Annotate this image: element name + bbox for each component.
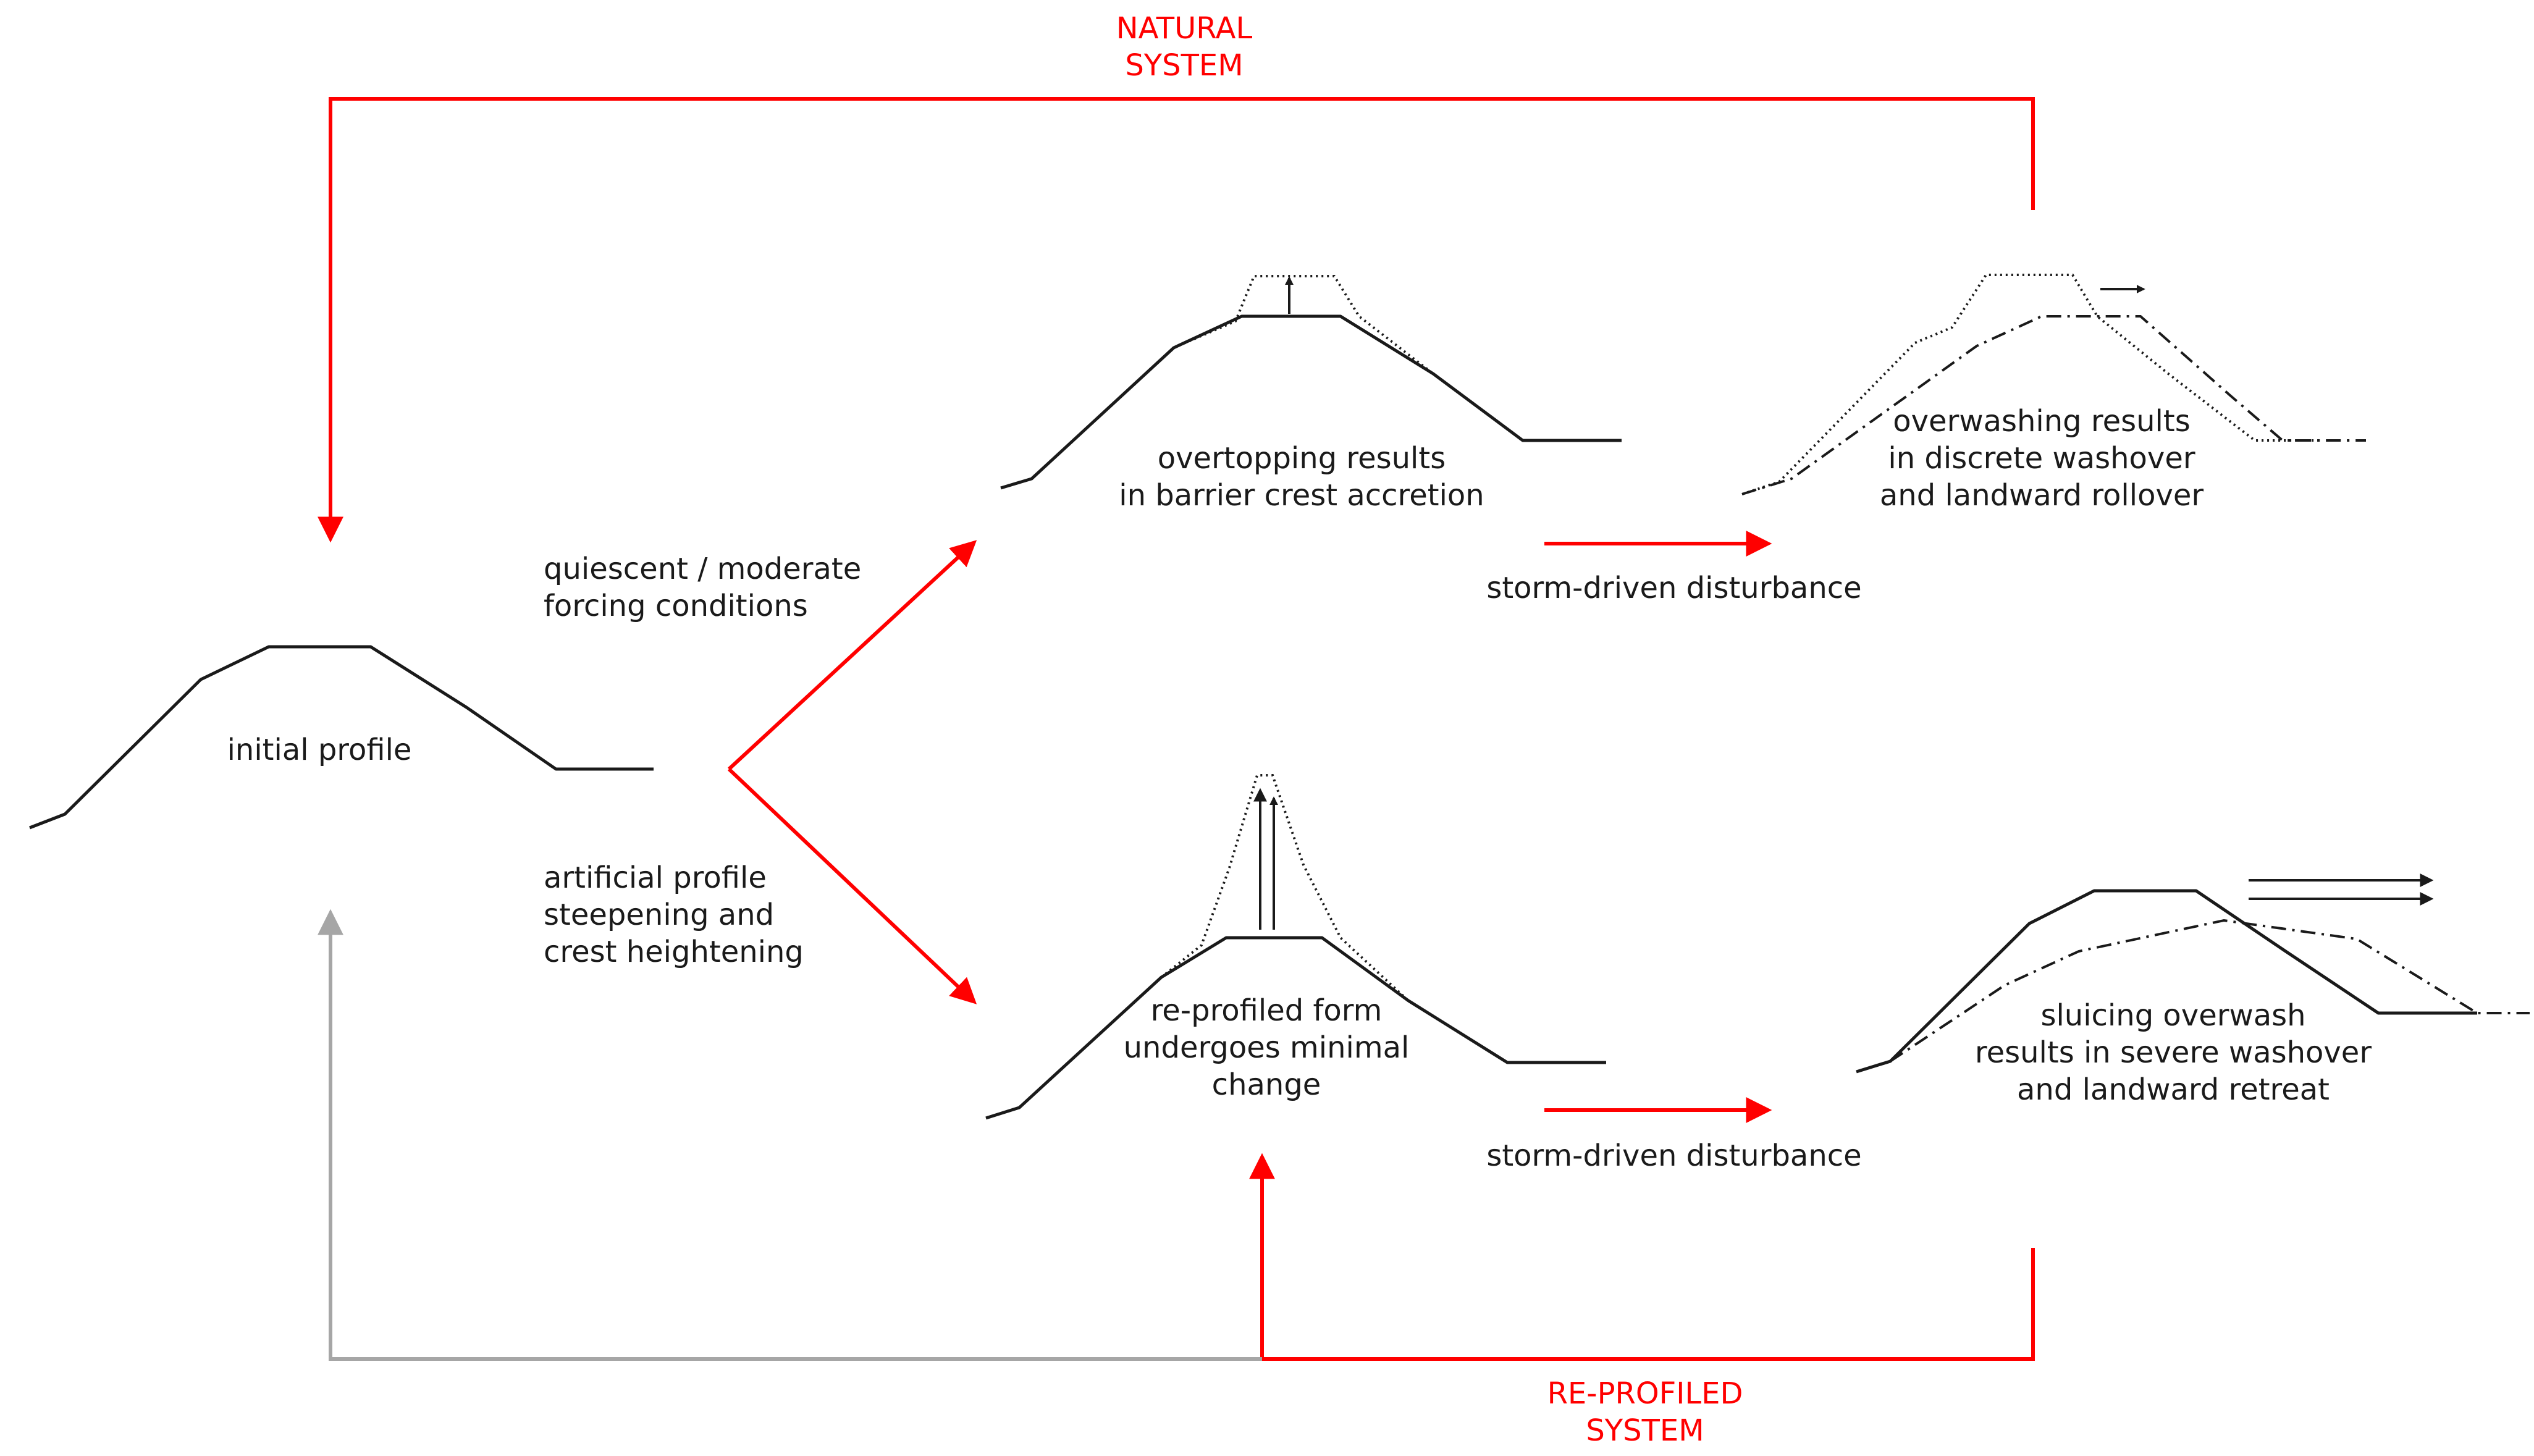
- overwashing-line-2: in discrete washover: [1888, 441, 2195, 476]
- initial-profile-line-1: initial profile: [227, 733, 412, 767]
- overtopping-line-1: overtopping results: [1158, 441, 1446, 476]
- sluicing-line-3: and landward retreat: [2017, 1072, 2330, 1107]
- storm-disturbance-label-top: storm-driven disturbance: [1486, 571, 1861, 605]
- artificial-line-3: crest heightening: [544, 935, 804, 969]
- overtopping-profile-base: [1000, 314, 1622, 490]
- overwashing-profile-before: [1741, 274, 2323, 495]
- arrow-to-natural-branch: [727, 540, 977, 771]
- overwashing-line-1: overwashing results: [1893, 404, 2190, 439]
- initial-profile-shape: [29, 645, 654, 830]
- reprofiled-form-line-1: re-profiled form: [1151, 993, 1383, 1028]
- arrow-to-reprofiled-branch: [727, 767, 977, 1004]
- storm-bottom-line-1: storm-driven disturbance: [1486, 1138, 1861, 1173]
- reprofiled-system-line-2: SYSTEM: [1586, 1413, 1704, 1448]
- reprofiled-form-base: [985, 936, 1606, 1120]
- natural-system-line-1: NATURAL: [1116, 11, 1253, 46]
- quiescent-line-1: quiescent / moderate: [544, 552, 861, 586]
- natural-system-line-2: SYSTEM: [1125, 48, 1243, 83]
- natural-system-loop: [318, 97, 2035, 543]
- reprofiled-form-heightened: [1160, 774, 1410, 1002]
- reprofiled-system-line-1: RE-PROFILED: [1547, 1376, 1743, 1411]
- sluicing-profile-after: [1889, 919, 2530, 1063]
- artificial-line-1: artificial profile: [544, 861, 767, 895]
- artificial-line-2: steepening and: [544, 898, 774, 932]
- initial-profile-label: initial profile: [227, 733, 412, 767]
- reprofiled-form-line-3: change: [1212, 1067, 1321, 1102]
- storm-disturbance-label-bottom: storm-driven disturbance: [1486, 1138, 1861, 1173]
- overtopping-line-2: in barrier crest accretion: [1119, 478, 1484, 513]
- sluicing-line-2: results in severe washover: [1975, 1035, 2372, 1070]
- storm-top-line-1: storm-driven disturbance: [1486, 571, 1861, 605]
- reprofiled-form-line-2: undergoes minimal: [1124, 1030, 1410, 1065]
- quiescent-line-2: forcing conditions: [544, 589, 808, 623]
- sluicing-line-1: sluicing overwash: [2040, 998, 2305, 1033]
- overwashing-line-3: and landward rollover: [1880, 478, 2204, 513]
- reprofiled-system-loop: [1249, 1153, 2035, 1361]
- overwashing-profile-after: [1741, 315, 2366, 495]
- sluicing-profile-before: [1856, 889, 2477, 1074]
- overtopping-profile-accreted: [1173, 275, 1434, 375]
- reprofiled-return-path: [318, 909, 1262, 1361]
